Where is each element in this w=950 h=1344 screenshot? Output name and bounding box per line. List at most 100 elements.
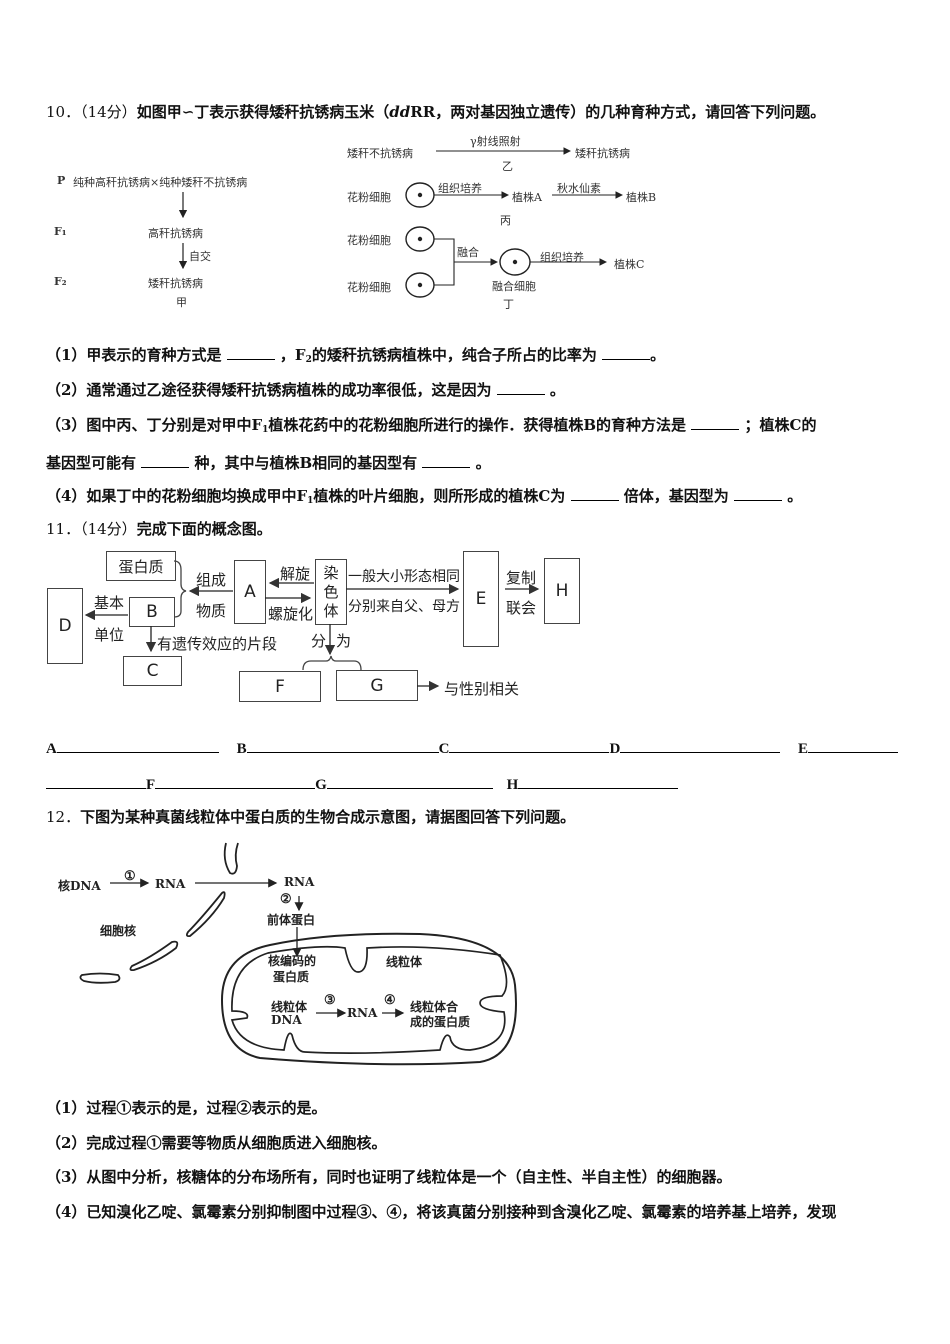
label-nuc-encoded-1: 核编码的: [268, 954, 317, 968]
bing-mid: 植株A: [512, 191, 542, 204]
q11-stem: 完成下面的概念图。: [136, 520, 272, 538]
q10-sub3-line1: （3）图中丙、丁分别是对甲中F1植株花药中的花粉细胞所进行的操作．获得植株B的育…: [46, 414, 817, 435]
q12-sub4: （4）已知溴化乙啶、氯霉素分别抑制图中过程③、④，将该真菌分别接种到含溴化乙啶、…: [46, 1203, 837, 1221]
q12-sub2: （2）完成过程①需要等物质从细胞质进入细胞核。: [46, 1134, 387, 1152]
ding-fuse: 融合: [457, 246, 479, 259]
q12-sub1: （1）过程①表示的是，过程②表示的是。: [46, 1099, 327, 1117]
f2-label: F₂: [54, 275, 67, 288]
answer-input-G[interactable]: [326, 773, 493, 789]
label-rna2: RNA: [284, 875, 315, 889]
label-from-parents: 分别来自父、母方: [348, 599, 460, 615]
q10-sub2: （2）通常通过乙途径获得矮秆抗锈病植株的成功率很低，这是因为 。: [46, 379, 565, 400]
q10-stem-b: 丁表示获得矮秆抗锈病玉米（: [194, 103, 390, 121]
answer-blank[interactable]: [141, 452, 190, 468]
answer-label-C: C: [438, 741, 450, 757]
q10-sub1-text-a: （1）甲表示的育种方式是: [46, 346, 222, 364]
q11-header: 11．（14分）完成下面的概念图。: [46, 519, 272, 539]
bing-cell: 花粉细胞: [347, 191, 391, 204]
answer-blank[interactable]: [422, 452, 471, 468]
answer-input-E-cont[interactable]: [46, 773, 146, 789]
q10-stem-a: 如图甲: [136, 103, 182, 121]
label-genetic-segment: 有遗传效应的片段: [157, 635, 278, 653]
q10-sub1-text-b: ，F: [279, 346, 306, 364]
answer-input-C[interactable]: [449, 737, 610, 753]
ding-cell2: 花粉细胞: [347, 281, 391, 294]
answer-blank[interactable]: [570, 485, 619, 501]
answer-label-D: D: [609, 741, 621, 757]
label-divide-1: 分: [311, 632, 327, 650]
answer-label-B: B: [236, 741, 247, 757]
q10-sub2-text-b: 。: [549, 381, 565, 399]
q10-sub1-text-d: 。: [650, 346, 666, 364]
box-protein: 蛋白质: [106, 551, 176, 581]
q10-sub3-text-e: 种，其中与植株B相同的基因型有: [194, 454, 418, 472]
nuclear-pore-icon: [223, 842, 239, 875]
box-F: F: [239, 671, 321, 702]
caption-jia: 甲: [176, 296, 187, 309]
answer-label-G: G: [315, 777, 327, 793]
p-label: P: [57, 174, 66, 187]
label-synapsis: 联会: [506, 599, 537, 617]
answer-input-B[interactable]: [246, 737, 439, 753]
label-rna1: RNA: [155, 877, 186, 891]
label-replicate: 复制: [506, 569, 537, 587]
label-mt-dna-1: 线粒体: [271, 1000, 308, 1014]
answer-blank[interactable]: [602, 344, 651, 360]
label-coil: 螺旋化: [268, 605, 314, 623]
answer-input-F[interactable]: [155, 773, 316, 789]
answer-input-E[interactable]: [808, 737, 899, 753]
answer-blank[interactable]: [496, 379, 545, 395]
ding-fused: 融合细胞: [492, 280, 536, 293]
q10-sub1-text-c: 的矮秆抗锈病植株中，纯合子所占的比率为: [311, 346, 597, 364]
answer-blank[interactable]: [734, 485, 783, 501]
q11-score: （14分）: [80, 520, 137, 538]
box-G: G: [336, 670, 418, 701]
f1-text: 高秆抗锈病: [148, 227, 203, 240]
box-H: H: [544, 558, 580, 624]
chrom-char-3: 体: [323, 601, 339, 620]
label-sex-related: 与性别相关: [444, 680, 520, 698]
q12-number: 12．: [46, 808, 81, 826]
q10-sub3-text-f: 。: [475, 454, 491, 472]
answer-label-F: F: [146, 777, 156, 793]
ding-step: 组织培养: [540, 251, 584, 264]
q12-sub3: （3）从图中分析，核糖体的分布场所有，同时也证明了线粒体是一个（自主性、半自主性…: [46, 1168, 732, 1186]
answer-input-A[interactable]: [56, 737, 219, 753]
bing-step1: 组织培养: [438, 182, 482, 195]
q10-sub3-text-d: 基因型可能有: [46, 454, 137, 472]
answer-blank[interactable]: [691, 414, 740, 430]
label-mitochondrion: 线粒体: [386, 955, 423, 969]
answer-input-D[interactable]: [620, 737, 781, 753]
label-basic-1: 基本: [94, 594, 125, 612]
label-step2: ②: [280, 892, 292, 907]
label-divide-2: 为: [336, 632, 352, 650]
label-nuclear-dna: 核DNA: [58, 879, 101, 893]
q12-header: 12．下图为某种真菌线粒体中蛋白质的生物合成示意图，请据图回答下列问题。: [46, 807, 575, 827]
label-compose-1: 组成: [196, 571, 227, 589]
label-basic-2: 单位: [94, 626, 125, 644]
label-unwind: 解旋: [280, 565, 311, 583]
box-chromosome: 染 色 体: [315, 559, 347, 625]
bing-step2: 秋水仙素: [557, 182, 601, 195]
chrom-char-1: 染: [323, 563, 339, 582]
caption-yi: 乙: [502, 160, 513, 173]
label-mt-dna-2: DNA: [271, 1013, 302, 1027]
q10-stem-c: RR，两对基因独立遗传）的几种育种方式，请回答下列问题。: [410, 103, 826, 121]
chrom-char-2: 色: [323, 582, 339, 601]
p-text: 纯种高秆抗锈病×纯种矮秆不抗锈病: [73, 176, 248, 189]
answer-blank[interactable]: [226, 344, 275, 360]
answer-input-H[interactable]: [518, 773, 679, 789]
label-rna3: RNA: [347, 1006, 378, 1020]
q10-sub3-line2: 基因型可能有 种，其中与植株B相同的基因型有 。: [46, 452, 491, 473]
q10-sub1: （1）甲表示的育种方式是 ，F2的矮秆抗锈病植株中，纯合子所占的比率为 。: [46, 344, 666, 365]
bing-to: 植株B: [626, 191, 657, 204]
ding-cell1: 花粉细胞: [347, 234, 391, 247]
q10-sub4-text-b: 植株的叶片细胞，则所形成的植株C为: [313, 487, 566, 505]
yi-to: 矮秆抗锈病: [575, 147, 630, 160]
box-A: A: [234, 560, 266, 624]
q11-number: 11．: [46, 520, 81, 538]
answer-label-E: E: [798, 741, 809, 757]
label-nucleus: 细胞核: [100, 924, 137, 938]
label-step1: ①: [124, 869, 136, 884]
